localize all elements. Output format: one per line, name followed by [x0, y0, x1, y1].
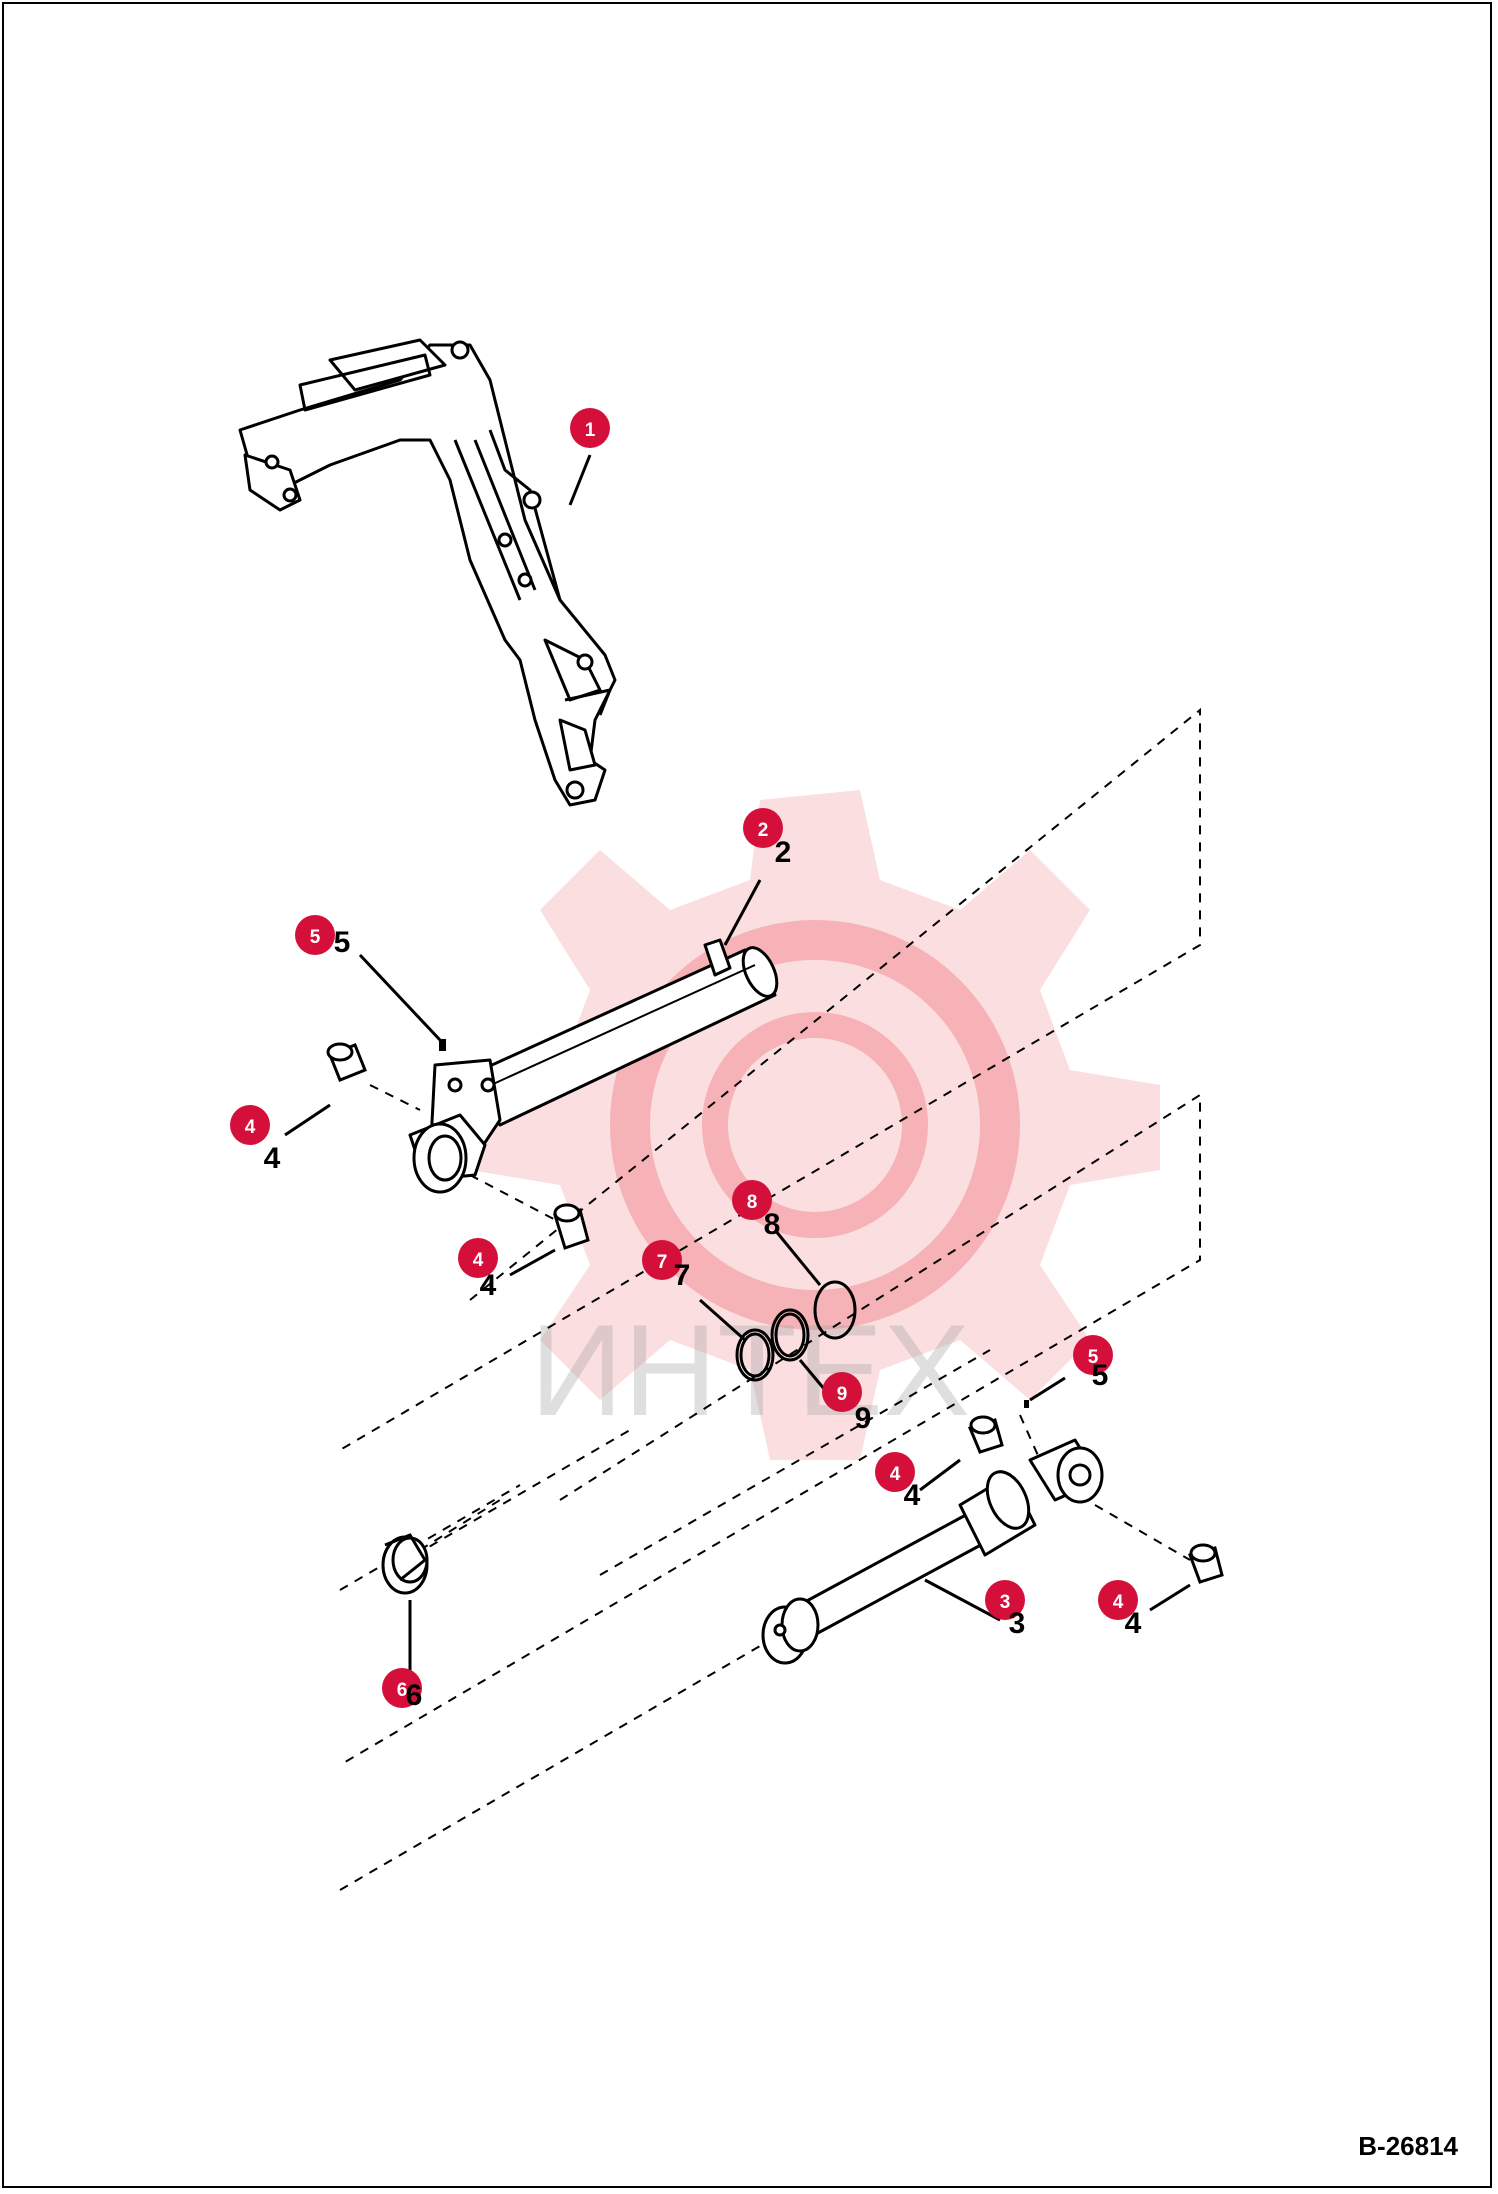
callout-7: 7 7 — [642, 1240, 690, 1292]
callout-badge-number: 4 — [245, 1117, 256, 1138]
callout-badge — [570, 408, 610, 448]
callout-badge — [458, 1238, 498, 1278]
callout-badge-number: 6 — [397, 1680, 408, 1701]
callout-badge — [230, 1105, 270, 1145]
seals-group — [735, 1280, 857, 1382]
callout-1: 1 — [570, 408, 610, 448]
grease-fitting-upper — [439, 1039, 446, 1051]
callout-label: 9 — [855, 1402, 872, 1435]
callout-label: 4 — [904, 1479, 921, 1512]
callout-3: 3 3 — [985, 1580, 1025, 1640]
callout-badge — [732, 1180, 772, 1220]
callout-badge-number: 7 — [657, 1252, 668, 1273]
callout-2: 2 2 — [743, 808, 791, 869]
callout-badge-number: 5 — [1088, 1347, 1099, 1368]
callout-8: 8 8 — [732, 1180, 780, 1241]
callout-badge-number: 4 — [473, 1250, 484, 1271]
callout-badge — [1073, 1335, 1113, 1375]
bushing-upper-right — [553, 1203, 590, 1250]
callout-badge — [642, 1240, 682, 1280]
callout-label: 8 — [764, 1208, 781, 1241]
bushing-lower-left — [967, 1415, 1004, 1454]
callout-badge — [1098, 1580, 1138, 1620]
leader-lines — [284, 454, 1191, 1680]
callout-6: 6 6 — [382, 1668, 422, 1712]
callout-badge-number: 3 — [1000, 1592, 1011, 1613]
callout-label: 5 — [334, 926, 351, 959]
callout-badge-number: 2 — [758, 820, 769, 841]
gland-nut — [381, 1533, 429, 1595]
callout-label: 7 — [674, 1259, 691, 1292]
callout-badge — [822, 1372, 862, 1412]
callout-badge — [295, 915, 335, 955]
callout-5-upper: 5 5 — [295, 915, 350, 959]
callout-badge-number: 4 — [1113, 1592, 1124, 1613]
callout-4-a: 4 4 — [230, 1105, 281, 1175]
callout-4-c: 4 4 — [875, 1452, 921, 1512]
callout-badge-number: 8 — [747, 1192, 758, 1213]
callout-label: 4 — [480, 1269, 497, 1302]
callout-label: 4 — [264, 1142, 281, 1175]
callout-badge — [743, 808, 783, 848]
piston-rod — [761, 1438, 1104, 1665]
boom-assembly — [238, 338, 617, 807]
callout-5-lower: 5 5 — [1073, 1335, 1113, 1392]
callout-badge — [875, 1452, 915, 1492]
callout-badge-number: 1 — [585, 420, 596, 441]
cylinder-barrel — [408, 938, 779, 1194]
bushing-upper-left — [326, 1042, 367, 1082]
callout-badge-number: 9 — [837, 1384, 848, 1405]
callout-label: 5 — [1092, 1359, 1109, 1392]
callout-label: 2 — [775, 836, 792, 869]
watermark-gear-icon — [470, 790, 1160, 1460]
callout-badge — [985, 1580, 1025, 1620]
callout-badge — [382, 1668, 422, 1708]
callout-badge-number: 4 — [890, 1464, 901, 1485]
callout-label: 3 — [1009, 1607, 1026, 1640]
callout-badge-number: 5 — [310, 927, 321, 948]
grease-fitting-lower — [1024, 1400, 1029, 1408]
callout-4-d: 4 4 — [1098, 1580, 1142, 1640]
watermark-text: ИНТЕХ — [530, 1297, 970, 1443]
bushing-lower-right — [1188, 1543, 1224, 1584]
callout-label: 4 — [1125, 1607, 1142, 1640]
callout-4-b: 4 4 — [458, 1238, 498, 1302]
drawing-code: B-26814 — [1358, 2131, 1458, 2161]
callout-label: 6 — [406, 1679, 423, 1712]
callout-9: 9 9 — [822, 1372, 871, 1435]
